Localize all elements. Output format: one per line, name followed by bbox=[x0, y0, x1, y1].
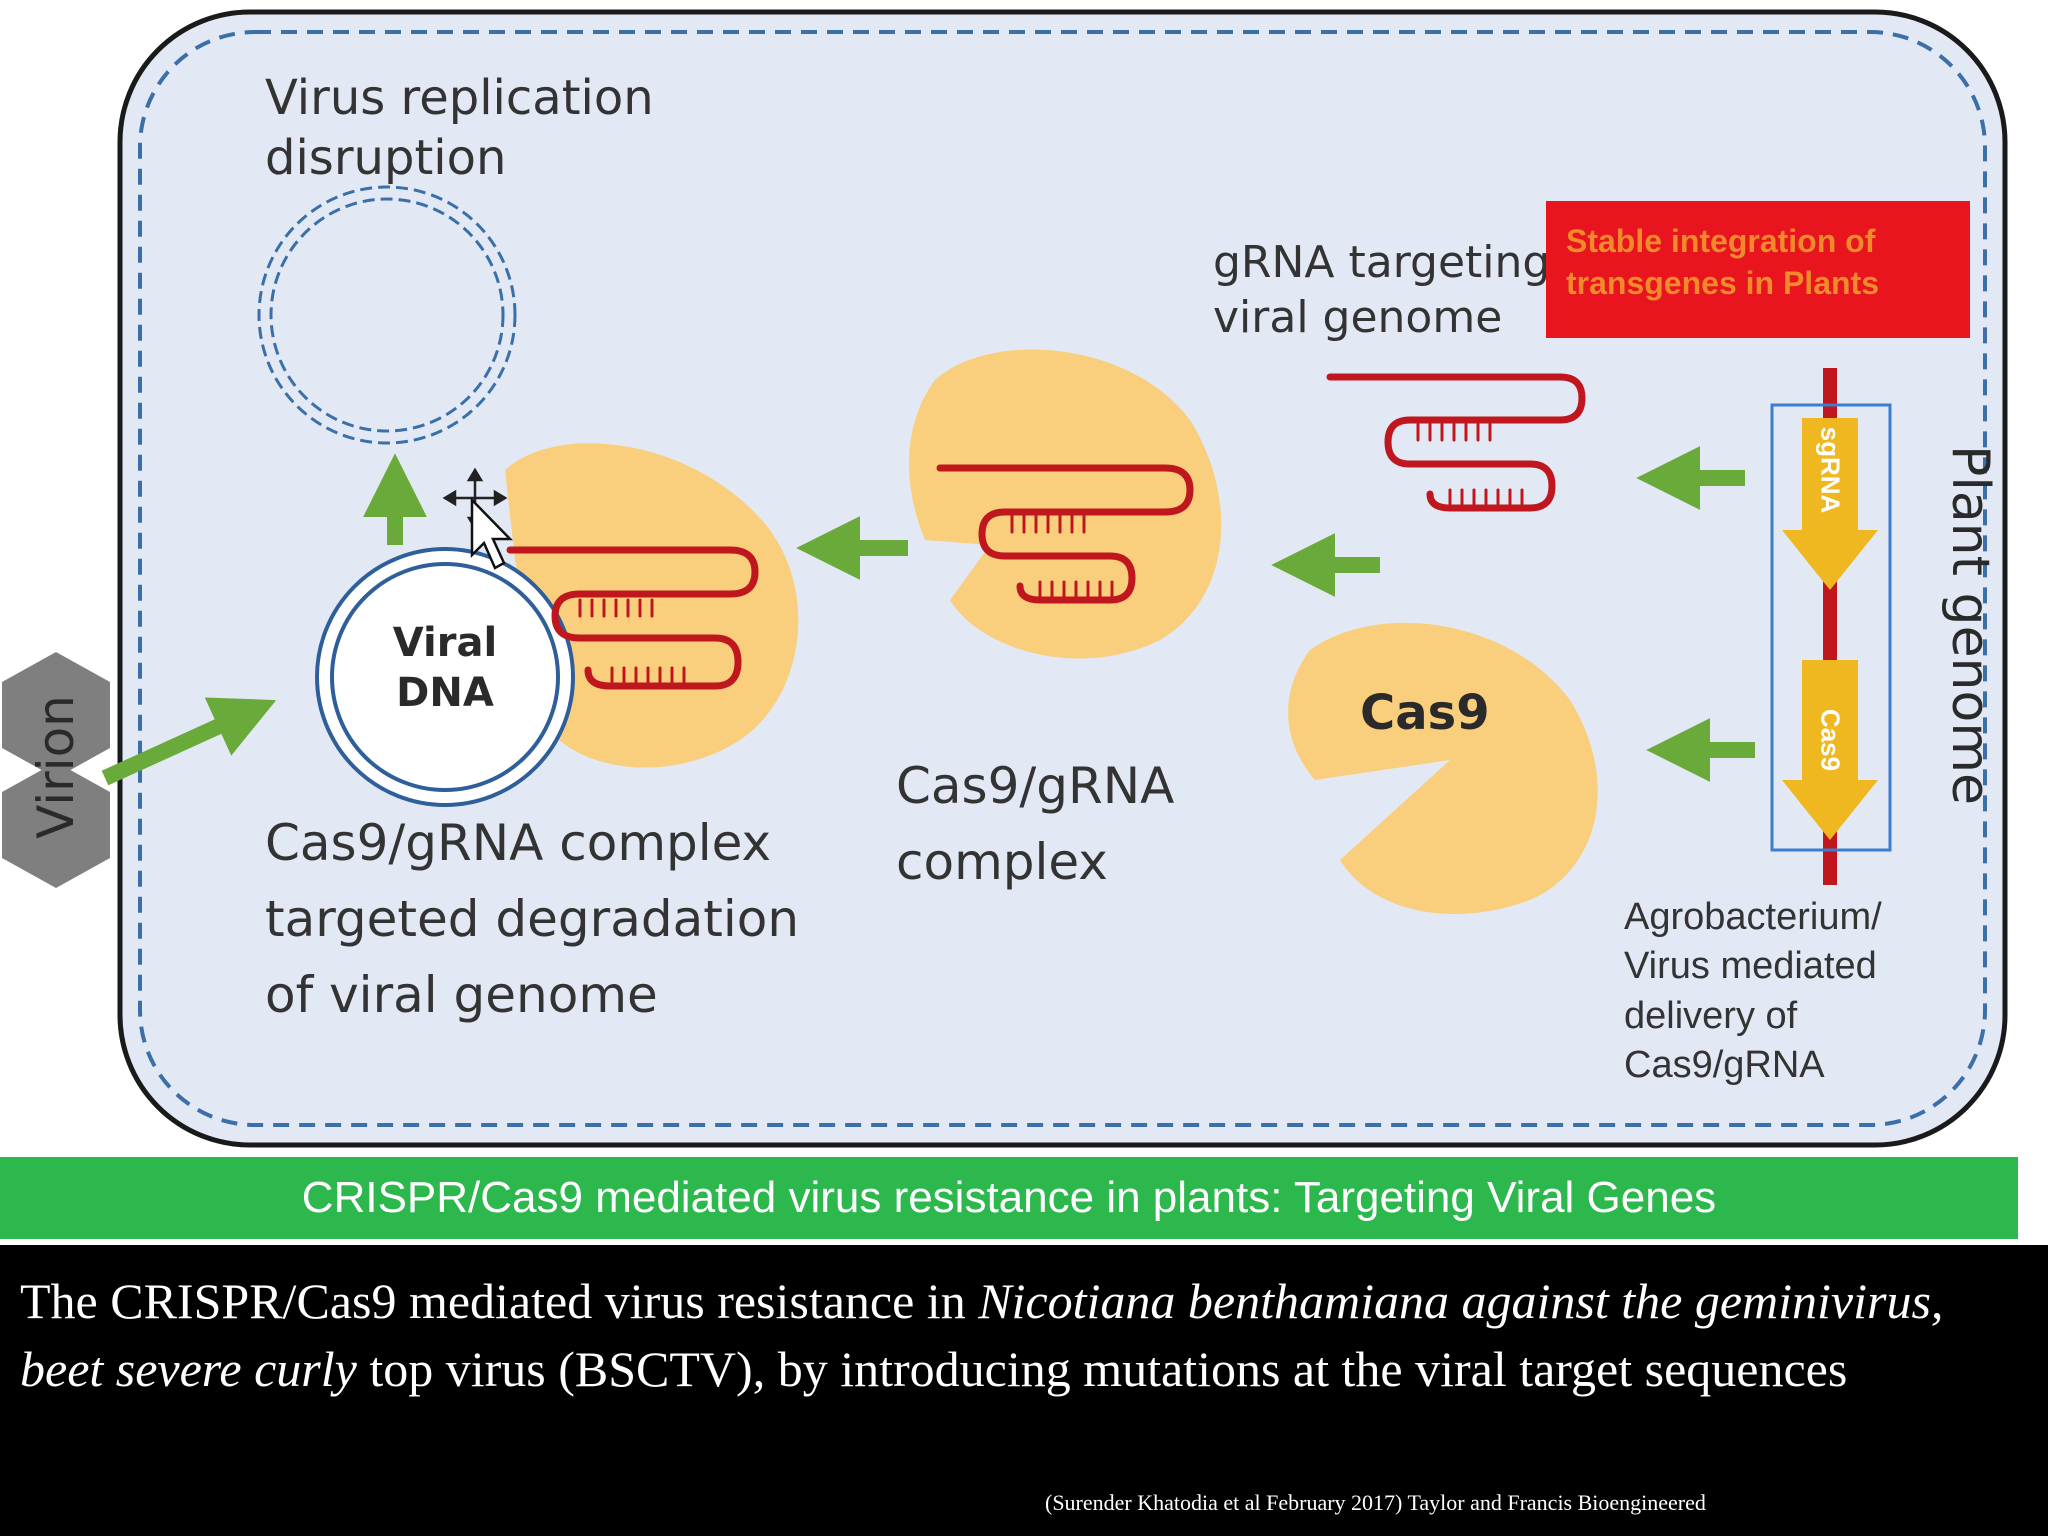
delivery-line-1: Agrobacterium/ bbox=[1624, 896, 1882, 938]
virus-replication-label: Virus replication disruption bbox=[265, 68, 654, 188]
virus-replication-line-1: Virus replication bbox=[265, 70, 654, 126]
viral-dna-label: Viral DNA bbox=[380, 618, 510, 718]
complex-middle-line-2: complex bbox=[896, 833, 1108, 891]
stable-integration-line-1: Stable integration of bbox=[1566, 223, 1876, 259]
caption-part-2: top virus (BSCTV), by introducing mutati… bbox=[356, 1341, 1848, 1397]
sgrna-gene-label: sgRNA bbox=[1815, 426, 1846, 514]
grna-right bbox=[1326, 373, 1586, 512]
viral-dna-line-2: DNA bbox=[396, 670, 494, 716]
stable-integration-line-2: transgenes in Plants bbox=[1566, 264, 1879, 301]
complex-degradation-label: Cas9/gRNA complex targeted degradation o… bbox=[265, 805, 799, 1033]
citation: (Surender Khatodia et al February 2017) … bbox=[1045, 1490, 1706, 1515]
complex-degradation-line-2: targeted degradation bbox=[265, 890, 800, 948]
delivery-label: Agrobacterium/ Virus mediated delivery o… bbox=[1624, 893, 1882, 1091]
stable-integration-box: Stable integration of transgenes in Plan… bbox=[1546, 201, 1970, 338]
plant-genome-label: Plant genome bbox=[1940, 445, 2000, 805]
cas9-shape-right bbox=[1288, 622, 1598, 915]
complex-degradation-line-1: Cas9/gRNA complex bbox=[265, 814, 772, 872]
virion-icon bbox=[2, 652, 110, 888]
grna-left bbox=[506, 546, 759, 690]
virus-replication-line-2: disruption bbox=[265, 130, 507, 186]
sgrna-gene-arrow bbox=[1782, 418, 1878, 590]
cas9-label: Cas9 bbox=[1360, 685, 1490, 741]
cas9-gene-label: Cas9 bbox=[1815, 708, 1846, 772]
cas9-gene-arrow bbox=[1782, 660, 1878, 840]
grna-middle bbox=[936, 464, 1194, 604]
grna-targeting-line-2: viral genome bbox=[1213, 292, 1503, 343]
cas9-shape-middle bbox=[908, 349, 1222, 659]
delivery-line-4: Cas9/gRNA bbox=[1624, 1044, 1825, 1087]
arrow-virion-to-dna bbox=[101, 697, 277, 786]
complex-degradation-line-3: of viral genome bbox=[265, 966, 658, 1024]
diagram-graphics bbox=[2, 9, 2008, 1148]
complex-middle-label: Cas9/gRNA complex bbox=[896, 748, 1174, 900]
virion-label: Virion bbox=[27, 695, 85, 839]
caption-italic: Nicotiana benthamiana against the gemini… bbox=[20, 1273, 1944, 1397]
cell-membrane bbox=[138, 30, 1987, 1127]
delivery-line-2: Virus mediated bbox=[1624, 945, 1877, 988]
plant-genome-strand bbox=[1770, 368, 1892, 885]
grna-targeting-line-1: gRNA targeting bbox=[1213, 237, 1551, 288]
caption-part-1: The CRISPR/Cas9 mediated virus resistanc… bbox=[20, 1273, 979, 1329]
viral-dna-line-1: Viral bbox=[392, 620, 498, 666]
disrupted-virus-circle bbox=[257, 185, 517, 445]
title-banner: CRISPR/Cas9 mediated virus resistance in… bbox=[0, 1157, 2018, 1239]
complex-middle-line-1: Cas9/gRNA bbox=[896, 757, 1175, 815]
delivery-line-3: delivery of bbox=[1624, 994, 1798, 1037]
grna-targeting-label: gRNA targeting viral genome bbox=[1213, 235, 1550, 345]
caption-text: The CRISPR/Cas9 mediated virus resistanc… bbox=[20, 1267, 2030, 1403]
viral-dna-circle bbox=[315, 547, 575, 807]
diagram: Virus replication disruption gRNA target… bbox=[2, 9, 2008, 1148]
flow-arrows bbox=[101, 446, 1755, 786]
pointer-cursor-icon bbox=[470, 496, 513, 570]
caption-panel: The CRISPR/Cas9 mediated virus resistanc… bbox=[0, 1245, 2048, 1536]
